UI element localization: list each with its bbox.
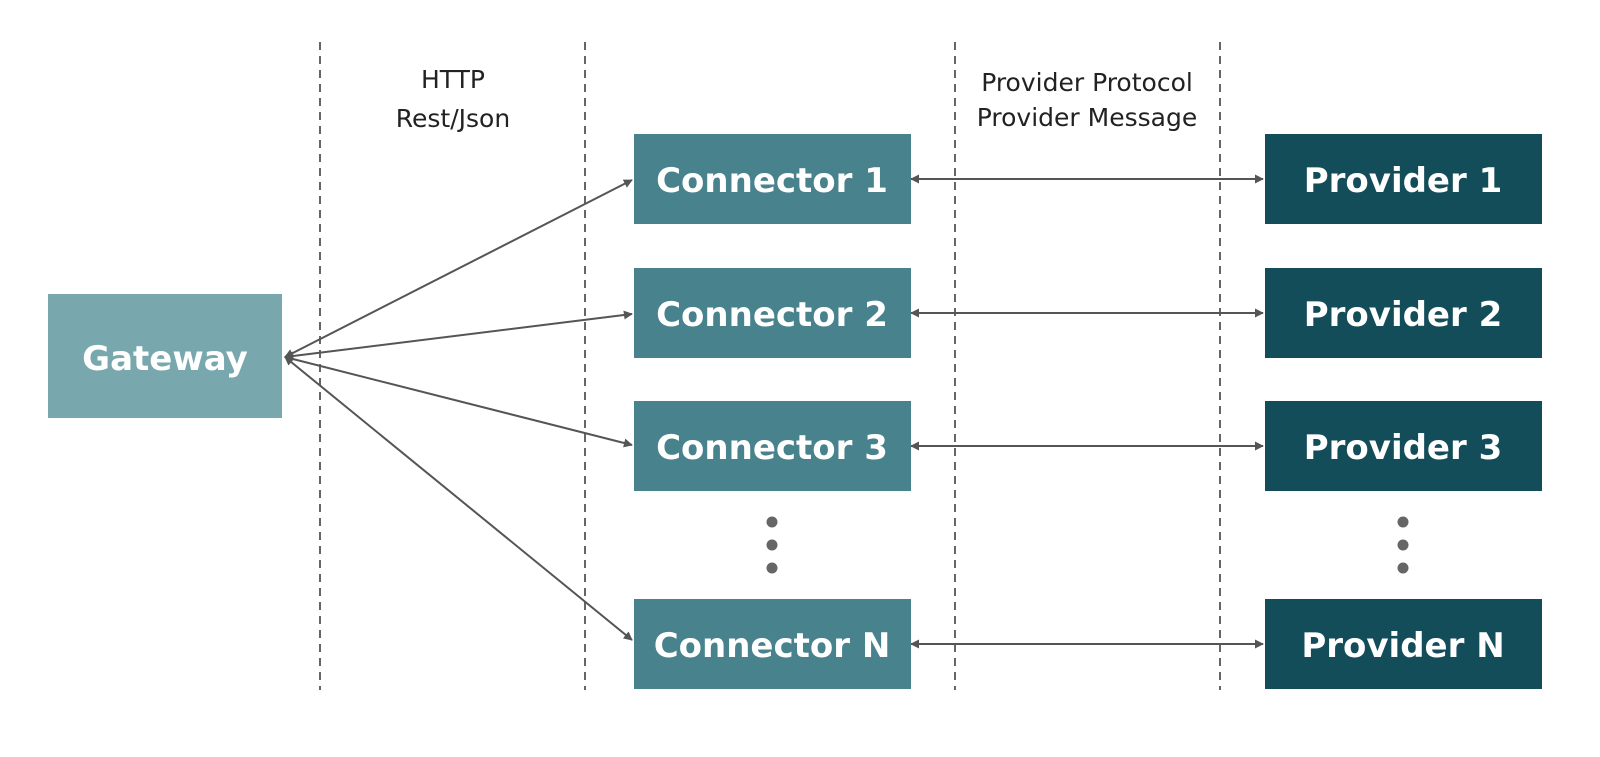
connector-label: Connector N — [654, 626, 891, 666]
ellipsis-dot — [766, 516, 778, 528]
gateway-rect — [48, 294, 282, 418]
ellipsis-dot — [1397, 516, 1409, 528]
connector-label: Connector 2 — [656, 295, 888, 335]
gateway-link-connector-1 — [284, 179, 633, 358]
provider-rect — [1265, 134, 1542, 224]
connector-rect — [634, 599, 911, 689]
provider-rect — [1265, 599, 1542, 689]
connector-ellipsis — [766, 516, 778, 574]
ellipsis-dot — [766, 539, 778, 551]
gateway-link-connector-2 — [284, 310, 633, 361]
provider-label: Provider 2 — [1304, 295, 1503, 335]
provider-zone-label-line2: Provider Message — [977, 103, 1197, 132]
connector-label: Connector 3 — [656, 428, 888, 468]
connector-provider-links — [910, 174, 1264, 649]
connector-rect — [634, 134, 911, 224]
ellipsis-dot — [1397, 539, 1409, 551]
provider-rect — [1265, 401, 1542, 491]
gateway-box: Gateway — [48, 294, 282, 418]
ellipsis-dot — [1397, 562, 1409, 574]
connector-box-1: Connector 1 — [634, 134, 911, 224]
provider-label: Provider 1 — [1304, 161, 1503, 201]
ellipsis-dot — [766, 562, 778, 574]
provider-zone-label-line1: Provider Protocol — [981, 68, 1193, 97]
connector-box-n: Connector N — [634, 599, 911, 689]
http-zone-label-line2: Rest/Json — [396, 104, 510, 133]
provider-label: Provider 3 — [1304, 428, 1503, 468]
provider-ellipsis — [1397, 516, 1409, 574]
provider-box-n: Provider N — [1265, 599, 1542, 689]
gateway-label: Gateway — [82, 339, 248, 379]
connector-box-2: Connector 2 — [634, 268, 911, 358]
gateway-link-connector-3 — [284, 354, 633, 448]
provider-box-3: Provider 3 — [1265, 401, 1542, 491]
connector-label: Connector 1 — [656, 161, 888, 201]
gateway-link-connector-n — [284, 356, 633, 641]
provider-rect — [1265, 268, 1542, 358]
http-zone-label-line1: HTTP — [421, 65, 485, 94]
connector-rect — [634, 268, 911, 358]
provider-box-2: Provider 2 — [1265, 268, 1542, 358]
connector-box-3: Connector 3 — [634, 401, 911, 491]
provider-box-1: Provider 1 — [1265, 134, 1542, 224]
connector-rect — [634, 401, 911, 491]
gateway-connector-links — [284, 179, 633, 641]
provider-label: Provider N — [1301, 626, 1504, 666]
